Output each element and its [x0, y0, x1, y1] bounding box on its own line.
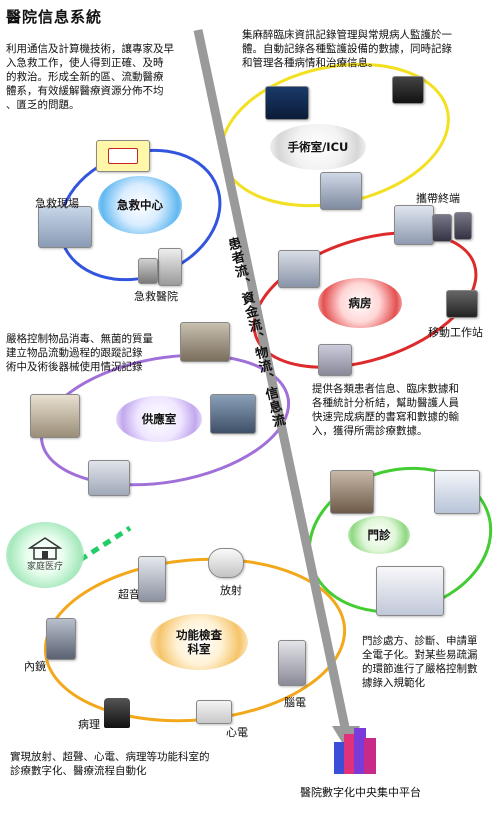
desc-line: 體。自動記錄各種監護設備的數據，同時記錄 — [242, 43, 452, 55]
ward-handheld-label: 攜帶終端 — [416, 192, 460, 205]
screen-window-icon — [434, 470, 480, 514]
desc-line: 集麻醉臨床資訊記錄管理與常規病人監護於一 — [242, 29, 452, 41]
home-care-label: 家庭医疗 — [26, 562, 63, 572]
supply-description: 嚴格控制物品消毒、無菌的質量 建立物品流動過程的跟蹤記錄 術中及術後器械使用情況… — [6, 332, 186, 374]
desc-line: 、匱乏的問題。 — [6, 99, 80, 111]
desc-line: 和管理各種病情和治療信息。 — [242, 57, 379, 69]
ward-mobile-station-label: 移動工作站 — [428, 326, 483, 339]
supply-center-node[interactable]: 供應室 — [116, 396, 202, 442]
ct-scanner-icon — [208, 548, 244, 578]
desc-line: 的救治。形成全新的區、流動醫療 — [6, 71, 164, 83]
house-icon — [27, 537, 62, 560]
central-platform-label: 醫院數字化中央集中平台 — [300, 786, 421, 799]
desc-line: 門診處方、診斷、申請單 — [362, 635, 478, 647]
outpatient-center-label: 門診 — [367, 528, 391, 542]
ecg-machine-icon — [196, 700, 232, 724]
endoscopy-label: 內鏡 — [24, 660, 46, 673]
desc-line: 體系，有效緩解醫療資源分佈不均 — [6, 85, 164, 97]
ecg-label: 心電 — [226, 726, 248, 739]
supply-photo-icon — [210, 394, 256, 434]
supply-orbit — [39, 353, 291, 487]
function-center-line: 科室 — [187, 642, 211, 656]
desc-line: 利用通信及計算機技術，讓專家及早 — [6, 43, 174, 55]
computer-icon — [88, 460, 130, 496]
home-care-node[interactable]: 家庭医疗 — [6, 522, 84, 588]
supply-center-label: 供應室 — [141, 412, 177, 426]
desc-line: 入急救工作，使人得到正確、及時 — [6, 57, 164, 69]
desc-line: 全電子化。對某些易疏漏 — [362, 649, 478, 661]
home-care-link — [78, 525, 132, 563]
supply-photo-icon — [180, 322, 230, 362]
ward-center-node[interactable]: 病房 — [318, 278, 402, 328]
desc-line: 各種統計分析結，幫助醫護人員 — [312, 397, 459, 409]
icu-center-label: 手術室/ICU — [287, 140, 349, 154]
eeg-label: 腦電 — [284, 696, 306, 709]
microscope-icon — [104, 698, 130, 728]
computer-icon — [278, 250, 320, 288]
handheld-terminal-icon — [394, 205, 434, 245]
doctor-photo-icon — [330, 470, 374, 514]
laptop-icon — [446, 290, 478, 318]
ultrasound-machine-icon — [138, 556, 166, 602]
pda-icon — [432, 214, 452, 242]
screen-window-icon — [376, 566, 444, 616]
computer-icon — [318, 344, 352, 376]
emergency-center-label: 急救中心 — [117, 198, 163, 212]
ward-description: 提供各類患者信息、臨床數據和 各種統計分析結，幫助醫護人員 快速完成病歷的書寫和… — [312, 382, 492, 438]
computer-icon — [320, 172, 362, 210]
hospital-building-icon — [158, 248, 182, 286]
eeg-machine-icon — [278, 640, 306, 686]
emergency-description: 利用通信及計算機技術，讓專家及早 入急救工作，使人得到正確、及時 的救治。形成全… — [6, 42, 196, 112]
monitor-icon — [392, 76, 424, 104]
ultrasound-label: 超音 — [118, 588, 140, 601]
desc-line: 的環節進行了嚴格控制數 — [362, 663, 478, 675]
supply-photo-icon — [30, 394, 80, 438]
central-platform-icon — [334, 728, 380, 776]
function-center-line: 功能檢查 — [176, 628, 222, 642]
outpatient-center-node[interactable]: 門診 — [348, 516, 410, 554]
desc-line: 據錄入規範化 — [362, 677, 425, 689]
ward-orbit — [252, 231, 478, 369]
desc-line: 提供各類患者信息、臨床數據和 — [312, 383, 459, 395]
monitor-icon — [265, 86, 309, 120]
ward-center-label: 病房 — [348, 296, 372, 310]
emergency-center-node[interactable]: 急救中心 — [98, 176, 182, 234]
desc-line: 建立物品流動過程的跟蹤記錄 — [6, 347, 143, 359]
desc-line: 實現放射、超聲、心電、病理等功能科室的 — [10, 751, 210, 763]
radiology-label: 放射 — [220, 584, 242, 597]
icu-center-node[interactable]: 手術室/ICU — [270, 124, 366, 170]
accident-scene-icon — [38, 206, 92, 248]
ambulance-body-icon — [108, 148, 138, 164]
endoscope-icon — [46, 618, 76, 660]
page-title: 醫院信息系統 — [6, 8, 103, 26]
emergency-hospital-label: 急救醫院 — [134, 290, 178, 303]
function-center-node[interactable]: 功能檢查 科室 — [150, 614, 248, 670]
pda-icon — [454, 212, 472, 240]
desc-line: 快速完成病歷的書寫和數據的輸 — [312, 411, 459, 423]
desc-line: 入，獲得所需診療數據。 — [312, 425, 428, 437]
function-description: 實現放射、超聲、心電、病理等功能科室的 診療數字化、醫療流程自動化 — [10, 750, 260, 778]
icu-description: 集麻醉臨床資訊記錄管理與常規病人監護於一 體。自動記錄各種監護設備的數據，同時記… — [242, 28, 494, 70]
desc-line: 診療數字化、醫療流程自動化 — [10, 765, 147, 777]
desc-line: 術中及術後器械使用情況記錄 — [6, 361, 143, 373]
flow-arrow-shaft — [193, 29, 351, 733]
desc-line: 嚴格控制物品消毒、無菌的質量 — [6, 333, 153, 345]
pathology-label: 病理 — [78, 718, 100, 731]
hospital-building-icon — [138, 258, 158, 284]
emergency-scene-label: 急救現場 — [35, 197, 79, 210]
function-center-label: 功能檢查 科室 — [176, 628, 222, 656]
outpatient-description: 門診處方、診斷、申請單 全電子化。對某些易疏漏 的環節進行了嚴格控制數 據錄入規… — [362, 634, 496, 690]
